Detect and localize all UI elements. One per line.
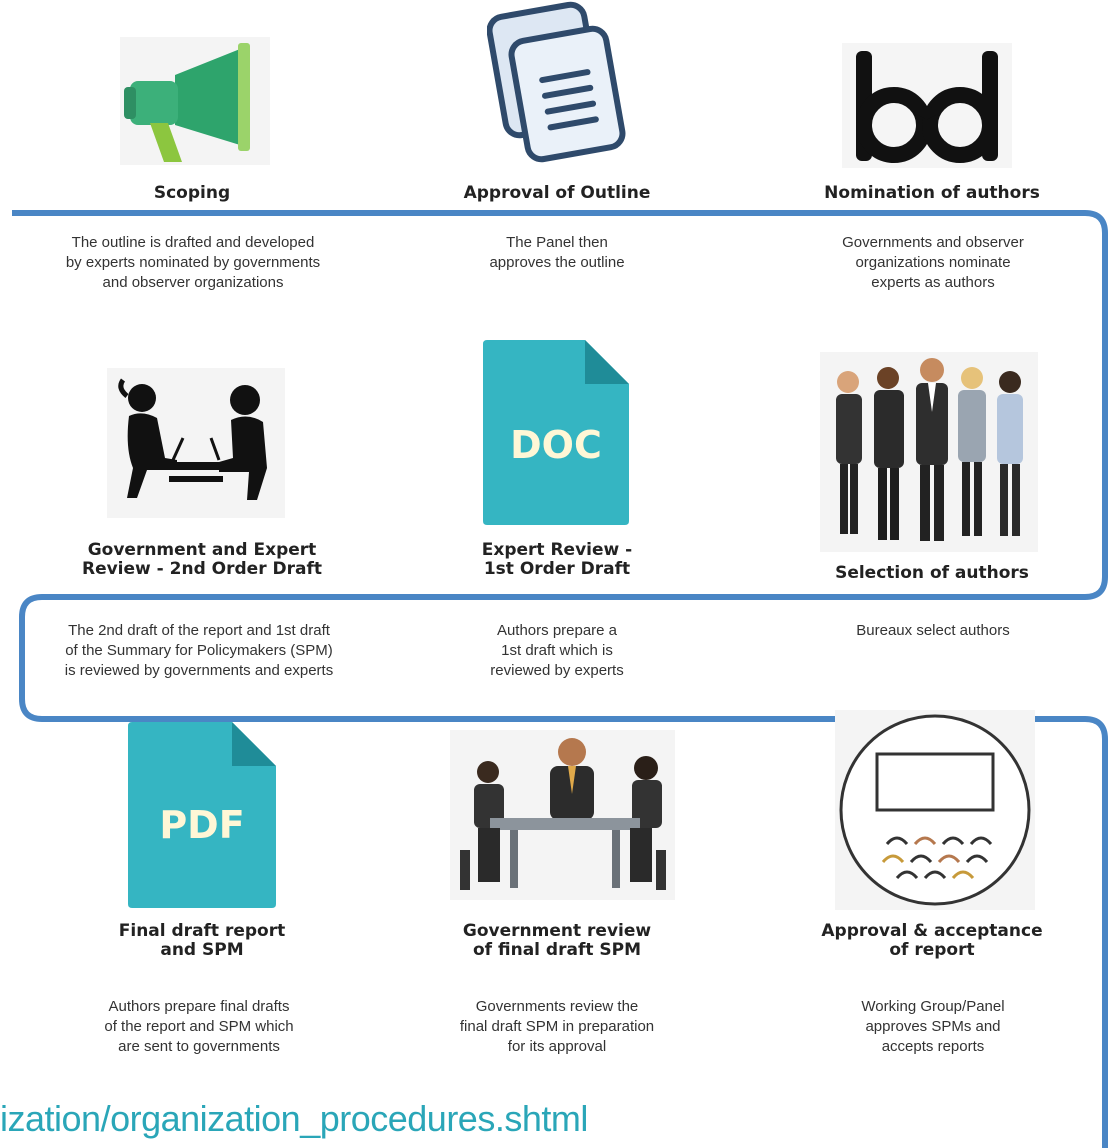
- government-review-meeting-icon: [450, 730, 675, 900]
- doc-file-icon: DOC: [483, 340, 629, 525]
- desc-line: The Panel then: [506, 234, 608, 251]
- desc-line: 1st draft which is: [501, 642, 613, 659]
- step-title-approval-acceptance: Approval & acceptance of report: [752, 922, 1112, 960]
- title-line: of final draft SPM: [473, 940, 641, 960]
- desc-line: The outline is drafted and developed: [71, 234, 315, 251]
- step-title-approval-outline: Approval of Outline: [463, 183, 651, 203]
- desc-line: reviewed by experts: [490, 662, 624, 679]
- step-title-nomination: Nomination of authors: [824, 183, 1040, 203]
- desc-line: Authors prepare final drafts: [108, 998, 290, 1015]
- desc-line: for its approval: [507, 1038, 607, 1055]
- desc-line: Working Group/Panel: [861, 998, 1005, 1015]
- step-title-selection-authors: Selection of authors: [835, 563, 1029, 583]
- step-title-expert-review: Expert Review - 1st Order Draft: [377, 541, 737, 579]
- title-line: Approval & acceptance: [821, 921, 1043, 941]
- desc-line: are sent to governments: [118, 1038, 280, 1055]
- desc-line: experts as authors: [871, 274, 995, 291]
- desc-line: is reviewed by governments and experts: [64, 662, 334, 679]
- pdf-file-icon: PDF: [128, 722, 276, 908]
- desc-line: of the report and SPM which: [104, 1018, 294, 1035]
- scoping-megaphone-icon: [120, 37, 270, 165]
- step-desc-government-review: Governments review the final draft SPM i…: [372, 997, 742, 1057]
- selection-authors-people-icon: [820, 352, 1038, 552]
- title-line: Review - 2nd Order Draft: [81, 559, 322, 579]
- pdf-label: PDF: [159, 803, 244, 847]
- desc-line: Bureaux select authors: [856, 622, 1010, 639]
- desc-line: organizations nominate: [855, 254, 1011, 271]
- nomination-glasses-icon: [842, 43, 1012, 168]
- doc-label: DOC: [510, 423, 602, 467]
- desc-line: The 2nd draft of the report and 1st draf…: [68, 622, 330, 639]
- desc-line: approves SPMs and: [865, 1018, 1001, 1035]
- desc-line: Authors prepare a: [496, 622, 618, 639]
- desc-line: and observer organizations: [102, 274, 284, 291]
- step-desc-final-draft: Authors prepare final drafts of the repo…: [14, 997, 384, 1057]
- desc-line: by experts nominated by governments: [65, 254, 321, 271]
- flow-path: [12, 210, 1108, 1148]
- title-line: 1st Order Draft: [483, 559, 631, 579]
- step-desc-scoping: The outline is drafted and developed by …: [8, 233, 378, 293]
- title-line: of report: [889, 940, 975, 960]
- desc-line: of the Summary for Policymakers (SPM): [65, 642, 333, 659]
- title-line: and SPM: [160, 940, 244, 960]
- title-line: Government review: [462, 921, 652, 941]
- desc-line: Governments and observer: [842, 234, 1024, 251]
- step-desc-approval-acceptance: Working Group/Panel approves SPMs and ac…: [748, 997, 1115, 1057]
- step-desc-approval-outline: The Panel then approves the outline: [372, 233, 742, 273]
- step-desc-expert-review: Authors prepare a 1st draft which is rev…: [372, 621, 742, 681]
- title-line: Expert Review -: [481, 540, 633, 560]
- review-meeting-icon: [107, 368, 285, 518]
- title-line: Final draft report: [118, 921, 286, 941]
- step-title-government-review: Government review of final draft SPM: [377, 922, 737, 960]
- source-url-link[interactable]: ization/organization_procedures.shtml: [0, 1098, 588, 1139]
- outline-documents-icon: [486, 0, 632, 170]
- step-desc-nomination: Governments and observer organizations n…: [748, 233, 1115, 293]
- step-title-govt-expert-review: Government and Expert Review - 2nd Order…: [22, 541, 382, 579]
- desc-line: accepts reports: [881, 1038, 985, 1055]
- step-title-final-draft: Final draft report and SPM: [22, 922, 382, 960]
- desc-line: final draft SPM in preparation: [459, 1018, 655, 1035]
- step-desc-selection-authors: Bureaux select authors: [748, 621, 1115, 641]
- approval-presentation-icon: [835, 710, 1035, 910]
- desc-line: Governments review the: [475, 998, 639, 1015]
- title-line: Government and Expert: [87, 540, 317, 560]
- step-desc-govt-expert-review: The 2nd draft of the report and 1st draf…: [14, 621, 384, 681]
- step-title-scoping: Scoping: [153, 183, 231, 203]
- desc-line: approves the outline: [489, 254, 625, 271]
